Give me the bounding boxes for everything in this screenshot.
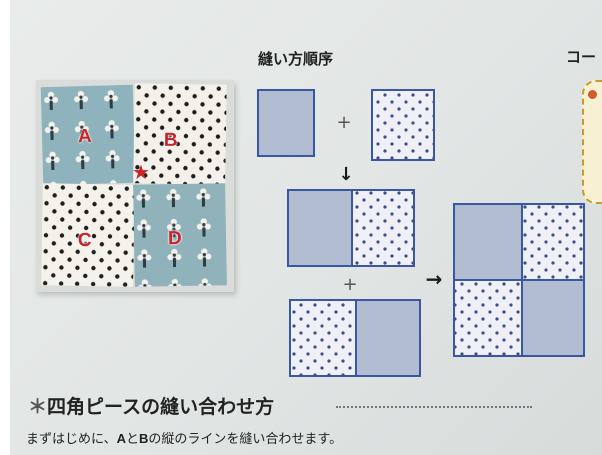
instruction-part-2: と bbox=[126, 432, 140, 447]
patch-d: D bbox=[133, 183, 227, 287]
heading-text: 四角ピースの縫い合わせ方 bbox=[47, 396, 275, 418]
next-section-label: コー bbox=[566, 48, 597, 66]
instruction-text: まずはじめに、AとBの縦のラインを縫い合わせます。 bbox=[26, 428, 342, 447]
tip-box-dot bbox=[588, 90, 597, 99]
plus-sign-top: + bbox=[336, 112, 351, 133]
piece-a-plain bbox=[257, 89, 315, 157]
instruction-letter-a: A bbox=[116, 431, 127, 446]
book-page: A B C D bbox=[10, 0, 602, 455]
section-heading: ＊四角ピースの縫い合わせ方 bbox=[28, 392, 274, 419]
heading-dotted-rule bbox=[336, 406, 532, 408]
dot-print-pattern bbox=[41, 183, 135, 287]
finished-four-patch bbox=[453, 203, 585, 357]
dot-print-pattern bbox=[133, 83, 227, 185]
plus-sign-middle: + bbox=[342, 274, 357, 295]
sewing-order-diagram: + ↓ + → bbox=[257, 89, 585, 377]
instruction-part-1: まずはじめに、 bbox=[26, 432, 117, 447]
seam-star-icon: ★ bbox=[132, 160, 150, 184]
row-ab-joined bbox=[287, 189, 415, 267]
heading-asterisk: ＊ bbox=[28, 396, 48, 418]
tip-box-edge bbox=[582, 80, 602, 204]
down-arrow-icon: ↓ bbox=[338, 164, 353, 185]
right-arrow-icon: → bbox=[426, 267, 443, 291]
instruction-part-3: の縦のラインを縫い合わせます。 bbox=[148, 432, 343, 447]
flower-print-pattern bbox=[40, 84, 136, 186]
fabric-photo: A B C D bbox=[36, 80, 234, 292]
diagram-title: 縫い方順序 bbox=[258, 50, 334, 68]
piece-b-dotted bbox=[371, 89, 435, 161]
flower-print-pattern bbox=[133, 183, 227, 287]
patch-c: C bbox=[41, 183, 135, 287]
row-cd-joined bbox=[289, 299, 421, 377]
patch-b: B bbox=[133, 83, 227, 185]
patch-a: A bbox=[40, 84, 136, 186]
instruction-letter-b: B bbox=[139, 431, 149, 446]
